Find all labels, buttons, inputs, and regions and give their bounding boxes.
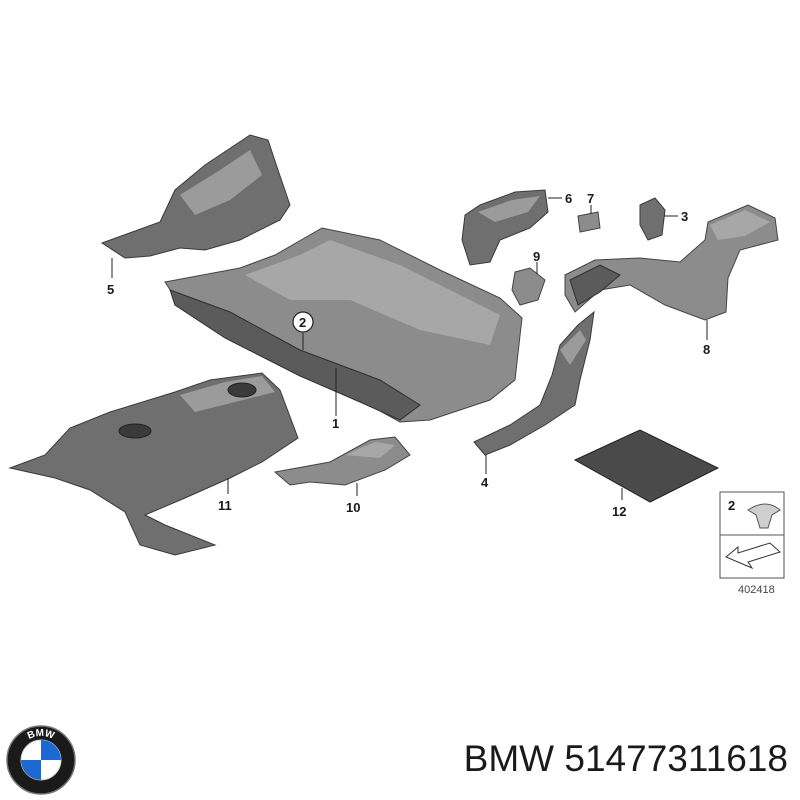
footer-caption: BMW 51477311618 bbox=[464, 738, 788, 780]
callout-4: 4 bbox=[481, 475, 489, 490]
callout-11: 11 bbox=[218, 498, 232, 513]
callout-9: 9 bbox=[533, 249, 540, 264]
part-9-bracket bbox=[511, 267, 546, 306]
part-12-mat bbox=[573, 429, 720, 503]
arrow-icon bbox=[725, 542, 781, 570]
brand-name: BMW bbox=[463, 738, 555, 779]
callout-1: 1 bbox=[332, 416, 339, 431]
part-1-floor-insulation bbox=[164, 227, 523, 423]
logo-text: BMW bbox=[26, 728, 56, 742]
reference-number: 402418 bbox=[738, 584, 775, 596]
part-5-insulator bbox=[100, 134, 291, 259]
callout-7: 7 bbox=[587, 191, 594, 206]
callout-2-circle bbox=[292, 311, 314, 333]
part-10-insulator bbox=[273, 436, 411, 486]
part-6-insulator bbox=[461, 189, 549, 266]
callout-8: 8 bbox=[703, 342, 710, 357]
bmw-logo: BMW bbox=[6, 725, 76, 795]
part-number: 51477311618 bbox=[564, 738, 788, 779]
part-3-insulator bbox=[639, 197, 666, 241]
callout-10: 10 bbox=[346, 500, 360, 515]
callout-12: 12 bbox=[612, 504, 626, 519]
clip-icon bbox=[747, 503, 781, 529]
callout-2: 2 bbox=[299, 315, 306, 330]
part-4-sill-insulator bbox=[473, 310, 595, 456]
callout-3: 3 bbox=[681, 209, 688, 224]
part-8-tunnel-insulator bbox=[564, 204, 779, 321]
part-7-pad bbox=[577, 211, 601, 233]
callout-5: 5 bbox=[107, 282, 114, 297]
part-11-rear-insulator bbox=[8, 372, 299, 556]
callout-6: 6 bbox=[565, 191, 572, 206]
inset-label: 2 bbox=[728, 498, 735, 513]
clip-inset: 2 bbox=[719, 491, 785, 579]
